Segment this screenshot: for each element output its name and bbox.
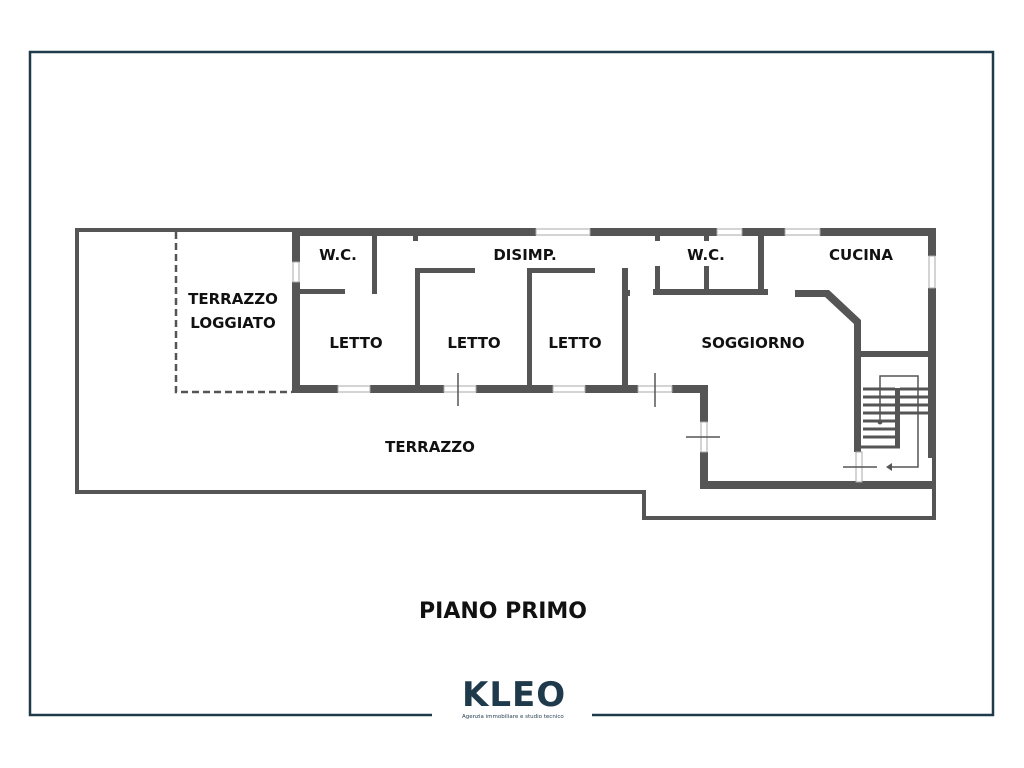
room-label-wc-right: W.C. <box>687 246 725 264</box>
page-frame <box>28 50 995 717</box>
walls <box>75 228 936 520</box>
logo-tagline: Agenzia immobiliare e studio tecnico <box>462 714 564 720</box>
room-label-letto-3: LETTO <box>548 334 602 352</box>
room-label-soggiorno: SOGGIORNO <box>701 334 805 352</box>
room-label-terrazzo: TERRAZZO <box>385 438 475 456</box>
floor-title: PIANO PRIMO <box>419 599 587 624</box>
room-label-terrazzo-loggiato-line1: TERRAZZO <box>188 290 278 308</box>
room-label-terrazzo-loggiato-line2: LOGGIATO <box>190 314 276 332</box>
stairs <box>860 375 928 471</box>
room-label-letto-1: LETTO <box>329 334 383 352</box>
room-label-disimpegno: DISIMP. <box>493 246 557 264</box>
room-label-cucina: CUCINA <box>829 246 893 264</box>
logo-wordmark: KLEO <box>462 675 567 715</box>
door-marks <box>457 373 877 468</box>
room-label-letto-2: LETTO <box>447 334 501 352</box>
loggiato-boundary <box>174 232 292 394</box>
room-label-wc-left: W.C. <box>319 246 357 264</box>
